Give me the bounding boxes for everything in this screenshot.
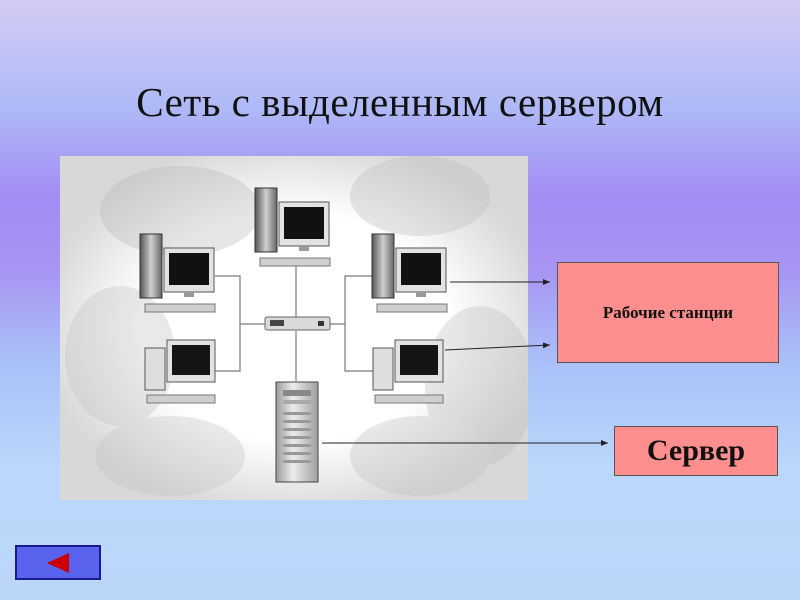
workstation-top [254, 187, 331, 267]
workstations-label: Рабочие станции [602, 302, 734, 322]
workstations-callout: Рабочие станции [557, 262, 779, 363]
back-button[interactable] [15, 545, 101, 580]
server-tower [275, 381, 319, 483]
server-callout: Сервер [614, 426, 778, 476]
slide-title: Сеть с выделенным сервером [136, 79, 664, 125]
network-cables [210, 261, 375, 381]
workstation-left-top [139, 233, 216, 313]
server-label: Сервер [646, 434, 746, 467]
network-diagram [60, 156, 528, 500]
workstation-right-top [371, 233, 448, 313]
triangle-left-icon [47, 552, 69, 573]
workstation-right-bottom [372, 339, 444, 404]
workstation-left-bottom [144, 339, 216, 404]
network-hub [264, 316, 331, 331]
